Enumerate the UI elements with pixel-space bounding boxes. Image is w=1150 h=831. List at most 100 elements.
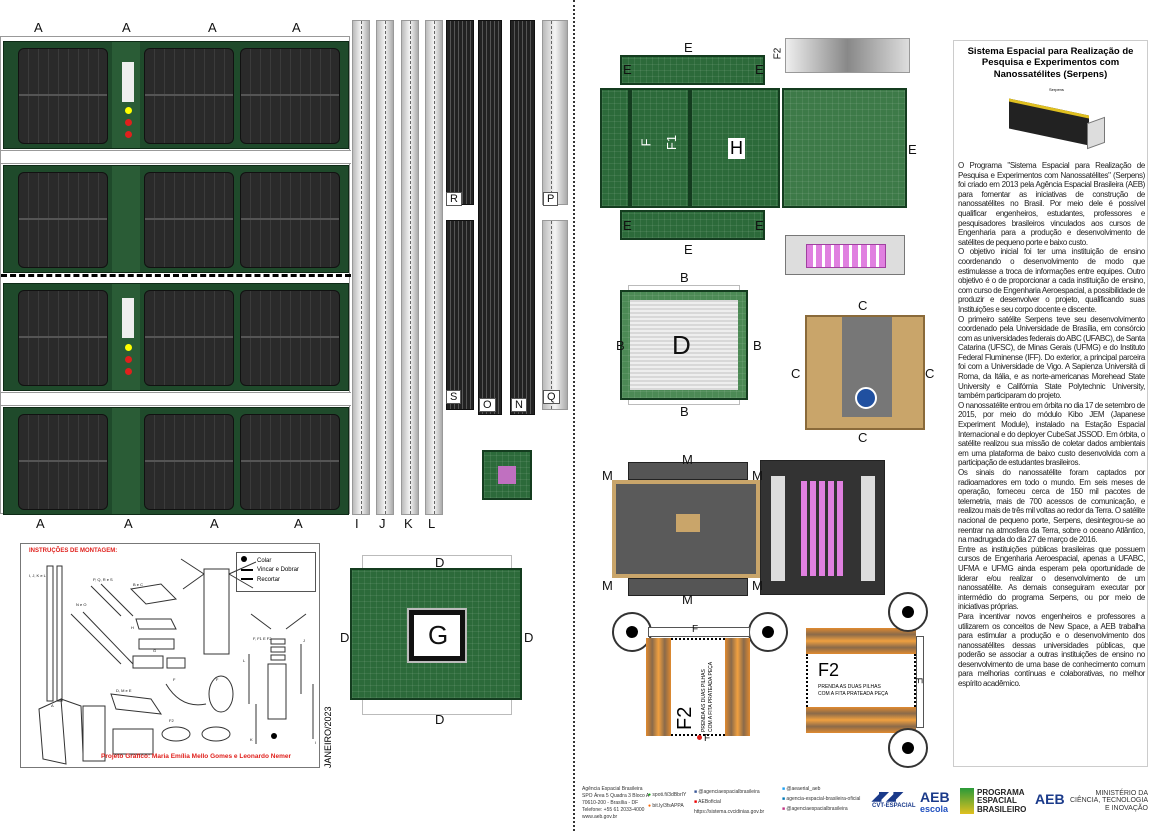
- fold-icon: [241, 568, 253, 571]
- part-label-b: B: [680, 404, 689, 419]
- part-label-e: E: [623, 62, 632, 77]
- address-line: Agência Espacial Brasileira: [582, 786, 643, 792]
- part-c: [805, 315, 925, 430]
- battery-holder: [785, 235, 905, 275]
- cut-icon: [241, 578, 253, 581]
- info-panel: Sistema Espacial para Realização de Pesq…: [953, 40, 1148, 767]
- part-f-tab: [648, 627, 750, 637]
- info-title: Sistema Espacial para Realização de Pesq…: [967, 46, 1134, 80]
- strip-label-p: P: [543, 192, 559, 206]
- part-label-f1: F1: [664, 134, 680, 151]
- solar-panel: [3, 165, 349, 273]
- social-link[interactable]: bit.ly/3fsAPPA: [652, 803, 684, 809]
- diagram-label: I: [315, 740, 316, 745]
- youtube-icon: ■: [694, 799, 698, 805]
- social-link[interactable]: @agenciaespacialbrasileira: [786, 806, 848, 812]
- info-paragraph: Os sinais do nanossatélite foram captado…: [958, 468, 1145, 545]
- diagram-label: D, M e E: [116, 688, 132, 693]
- strip-label-j: J: [379, 516, 386, 531]
- social-link[interactable]: @agenciaespacialbrasileira: [698, 789, 760, 795]
- part-label-m: M: [602, 578, 613, 593]
- twitter-icon: ■: [782, 786, 786, 792]
- strip-o: [478, 20, 502, 415]
- diagram-label: F, F1 E F2: [253, 636, 272, 641]
- facebook-icon: ■: [694, 789, 698, 795]
- battery-orange: [646, 638, 671, 736]
- diagram-label: J: [303, 638, 305, 643]
- part-label-c: C: [858, 430, 868, 445]
- diagram-label: F2: [169, 718, 174, 723]
- part-label-d: D: [435, 555, 445, 570]
- legend-glue: Colar: [257, 558, 272, 564]
- strip-p: [542, 20, 568, 205]
- fold-line: [1, 274, 351, 277]
- info-body: O Programa "Sistema Espacial para Realiz…: [958, 161, 1145, 689]
- part-label-m: M: [602, 468, 613, 483]
- part-label-d: D: [672, 330, 691, 360]
- part-label-m: M: [752, 578, 763, 593]
- linkedin-icon: ■: [782, 796, 786, 802]
- part-label-e: E: [684, 242, 693, 257]
- part-d: D: [620, 290, 748, 400]
- f2-note: PRENDA AS DUAS PILHAS: [818, 684, 881, 690]
- social-link[interactable]: AEBoficial: [698, 799, 721, 805]
- info-paragraph: O nanossatélite entrou em órbita no dia …: [958, 400, 1145, 468]
- part-m-top: [628, 462, 748, 480]
- small-part-g: [482, 450, 532, 500]
- satellite-image: Serpens: [994, 85, 1114, 157]
- wheel: [888, 728, 928, 768]
- legend-box: Colar Vincar e Dobrar Recortar: [236, 552, 316, 592]
- part-label-c: C: [858, 298, 868, 313]
- part-m-side: [760, 460, 885, 595]
- diagram-label: P, Q, R e S: [93, 577, 113, 582]
- assembly-diagram: I, J, K e L P, Q, R e S B e C N e O H G …: [29, 558, 316, 765]
- part-f2-left: F2 PRENDA AS DUAS PILHAS COM A FITA PRAT…: [671, 638, 725, 736]
- address-line: Telefone: +55 61 2033-4000: [582, 807, 645, 813]
- part-label-f2: F2: [818, 660, 840, 680]
- part-f-tab: [916, 636, 924, 728]
- info-paragraph: O objetivo inicial foi ter uma instituiç…: [958, 247, 1145, 314]
- social-link[interactable]: https://sistema.cvcidinias.gov.br: [694, 809, 765, 815]
- part-label-c: C: [791, 366, 801, 381]
- strip-label-l: L: [428, 516, 436, 531]
- strip-label-s: S: [446, 390, 462, 404]
- address-line: 70610-200 - Brasília - DF: [582, 800, 639, 806]
- instagram-icon: ■: [782, 806, 786, 812]
- strip-r: [446, 20, 474, 205]
- strip-label-q: Q: [543, 390, 560, 404]
- image-caption: Serpens: [1049, 87, 1064, 92]
- strip-q: [542, 220, 568, 410]
- info-paragraph: Entre as instituições públicas brasileir…: [958, 544, 1145, 612]
- diagram-label: F: [216, 677, 219, 682]
- diagram-label: A: [51, 703, 54, 708]
- diagram-label: K: [250, 737, 253, 742]
- part-m-bottom: [628, 578, 748, 596]
- part-label-m: M: [752, 468, 763, 483]
- strip-label-o: O: [479, 398, 496, 412]
- social-link[interactable]: @aeaerial_aeb: [786, 786, 821, 792]
- social-link[interactable]: agencia-espacial-brasileira-oficial: [786, 796, 861, 802]
- part-g: G: [350, 568, 522, 700]
- tab-label-a: A: [292, 20, 301, 35]
- strip-i: [352, 20, 370, 515]
- solar-panel-sheet: [0, 36, 351, 515]
- part-label-f2: F2: [674, 706, 696, 730]
- social-link[interactable]: spoti.fi/3dBbrIY: [652, 792, 687, 798]
- part-label-m: M: [682, 592, 693, 607]
- info-paragraph: O Programa "Sistema Espacial para Realiz…: [958, 161, 1145, 247]
- part-label-b: B: [680, 270, 689, 285]
- part-f: [630, 88, 690, 208]
- part-label-g: G: [428, 620, 449, 650]
- strip-label-n: N: [511, 398, 527, 412]
- cut-line: [1, 150, 351, 164]
- battery-orange: [725, 638, 750, 736]
- diagram-label: B e C: [133, 582, 143, 587]
- f2-note: COM A FITA PRATEADA PEÇA: [818, 691, 889, 697]
- strip-l: [425, 20, 443, 515]
- strip-n: [510, 20, 535, 415]
- part-e-left: [600, 88, 630, 208]
- part-label-e: E: [755, 218, 764, 233]
- part-f2-right: F2 PRENDA AS DUAS PILHAS COM A FITA PRAT…: [806, 654, 916, 707]
